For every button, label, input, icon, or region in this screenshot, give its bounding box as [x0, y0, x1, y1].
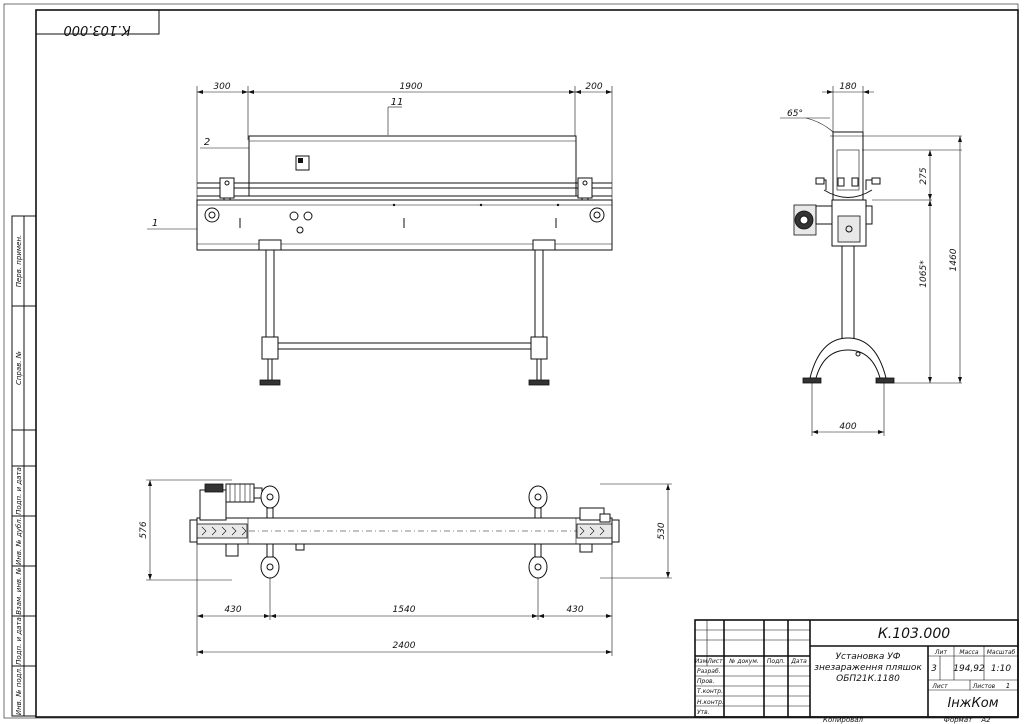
dim-front-200: 200: [585, 82, 602, 92]
dim-top-1540: 1540: [393, 605, 416, 615]
top-foot-1: [260, 485, 280, 519]
side-hood: [832, 131, 864, 205]
top-view: 576 530: [139, 479, 672, 656]
sheets-label: Листов: [972, 683, 996, 690]
side-label-5: Подп. и дата: [15, 617, 23, 665]
side-base: [809, 337, 887, 379]
row-label-1: Пров.: [697, 678, 715, 685]
dim-front-300: 300: [213, 82, 230, 92]
side-motor: [793, 204, 817, 236]
dim-side-1065: 1065*: [919, 260, 929, 288]
col-scale: Масштаб: [987, 649, 1016, 656]
drive-sprocket-left: [204, 207, 220, 223]
top-stamp-code: К.103.000: [63, 22, 130, 37]
copied-label: Копировал: [823, 716, 864, 724]
top-stamp: К.103.000: [35, 9, 160, 37]
drive-sprocket-right: [589, 207, 605, 223]
top-foot-3: [528, 485, 548, 519]
mass-value: 194,92: [953, 664, 985, 674]
dim-side-angle: 65°: [787, 109, 803, 119]
dim-top-430-right: 430: [566, 605, 583, 615]
dim-top-576: 576: [139, 521, 149, 538]
outer-border: [3, 3, 1019, 719]
dim-top-2400: 2400: [393, 641, 416, 651]
title-line1: Установка УФ: [836, 652, 901, 662]
dim-side-1460: 1460: [949, 248, 959, 271]
side-strip: Перв. примен. Справ. № Подп. и дата Инв.…: [11, 215, 37, 717]
leader-11: 11: [391, 97, 404, 108]
foot-right: [528, 379, 550, 386]
top-foot-4: [528, 543, 548, 579]
top-foot-2: [260, 543, 280, 579]
dim-top-530: 530: [657, 522, 667, 539]
leg-right: [534, 249, 544, 351]
format-label: Формат: [944, 716, 973, 724]
rev-head-0: Изм: [695, 658, 708, 665]
title-line3: ОБП21К.1180: [836, 674, 900, 684]
title-line2: знезараження пляшок: [814, 663, 922, 673]
row-label-5: Утв.: [697, 709, 710, 716]
side-label-1: Справ. №: [15, 351, 23, 385]
dim-top-430-left: 430: [224, 605, 241, 615]
crossbar: [273, 342, 536, 350]
col-lit: Лит: [934, 649, 947, 656]
title-block: Изм Лист № докум. Подп. Дата Разраб. Про…: [694, 619, 1019, 718]
row-label-2: Т.контр.: [697, 688, 723, 695]
rev-head-4: Дата: [790, 658, 807, 665]
format-value: А2: [980, 716, 991, 724]
scale-value: 1:10: [991, 664, 1011, 674]
row-label-4: Н.контр.: [697, 699, 724, 706]
lit-value: 3: [931, 664, 937, 674]
side-label-3: Инв. № дубл.: [15, 517, 23, 565]
side-label-2: Подп. и дата: [15, 467, 23, 515]
side-label-0: Перв. примен.: [15, 235, 23, 288]
side-column: [841, 245, 855, 343]
rev-head-2: № докум.: [728, 658, 759, 665]
sheet-label: Лист: [931, 683, 948, 690]
top-motor: [199, 483, 263, 521]
company: ІнжКом: [947, 696, 998, 711]
dim-side-275: 275: [919, 167, 929, 184]
drawing-frame: [35, 9, 1019, 718]
foot-left: [259, 379, 281, 386]
sheets-value: 1: [1006, 682, 1010, 690]
designation: К.103.000: [878, 626, 950, 642]
rev-head-1: Лист: [706, 658, 723, 665]
dim-side-180: 180: [839, 82, 856, 92]
side-label-6: Инв. № подл.: [15, 667, 23, 715]
row-label-0: Разраб.: [697, 668, 721, 675]
leader-1: 1: [152, 218, 158, 229]
front-view: 300 1900 200 11 2 1: [147, 82, 613, 386]
leader-2: 2: [204, 137, 210, 148]
side-label-4: Взам. инв. №: [15, 567, 23, 615]
chain-right: [576, 523, 613, 539]
leg-left: [265, 249, 275, 351]
dim-front-1900: 1900: [400, 82, 423, 92]
rev-head-3: Подп.: [767, 658, 785, 665]
side-view: 180 65°: [780, 82, 962, 436]
chain-left: [196, 523, 248, 539]
dim-side-400: 400: [839, 422, 856, 432]
col-mass: Масса: [959, 649, 978, 656]
